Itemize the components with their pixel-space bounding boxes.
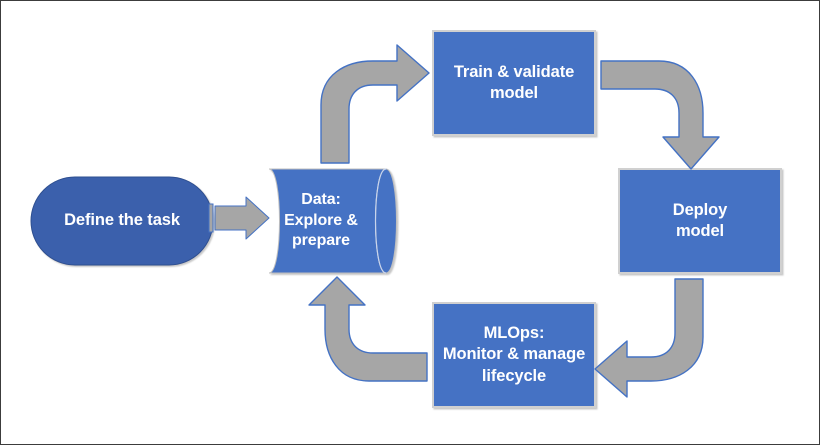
node-mlops-monitor-manage-lifecycle[interactable]: [432, 302, 596, 408]
bent-arrow-right-down: [600, 60, 720, 170]
connector-train-to-deploy: [600, 60, 720, 170]
deploy-model-shape: [618, 168, 782, 274]
cylinder-cap-seam: [374, 168, 387, 274]
cylinder-body: [268, 168, 387, 274]
define-the-task-shape: [30, 176, 214, 266]
connector-data-to-train: [320, 44, 430, 164]
node-data-explore-prepare[interactable]: [268, 168, 397, 274]
node-train-validate-model[interactable]: [432, 30, 596, 136]
train-validate-model-shape: [432, 30, 596, 136]
mlops-shape: [432, 302, 596, 408]
connector-deploy-to-mlops: [594, 278, 704, 398]
connector-define-to-data: [208, 196, 270, 240]
bent-arrow-up-right: [320, 44, 430, 164]
connector-mlops-to-data: [308, 276, 428, 382]
bent-arrow-down-left: [594, 278, 704, 398]
bent-arrow-left-up: [308, 276, 428, 382]
arrow-tail-notch: [208, 203, 214, 233]
node-deploy-model[interactable]: [618, 168, 782, 274]
node-define-the-task[interactable]: [30, 176, 214, 266]
straight-right-arrow: [214, 196, 270, 240]
